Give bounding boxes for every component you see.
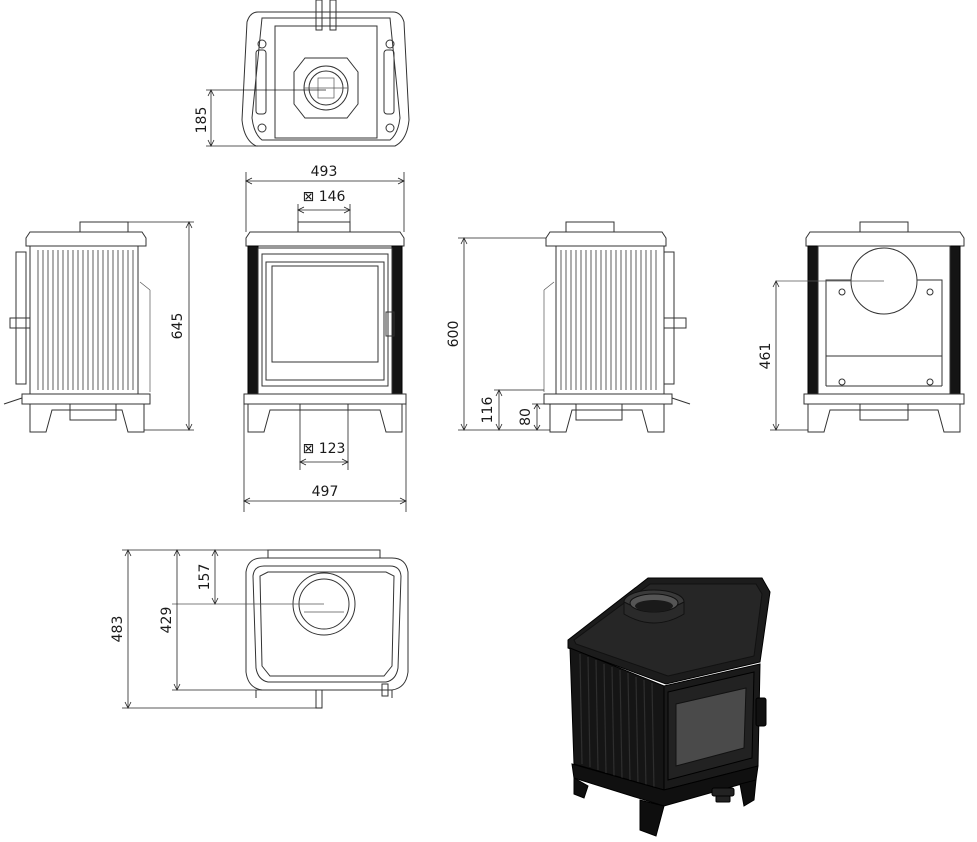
left-side-view: 645 [3, 221, 194, 433]
dim-123: ⊠ 123 [303, 441, 346, 457]
dim-497: 497 [312, 484, 339, 500]
right-side-view: 600 116 80 [446, 221, 691, 433]
dim-493: 493 [311, 164, 338, 180]
dim-461: 461 [758, 343, 774, 370]
dim-157: 157 [197, 564, 213, 591]
dim-116: 116 [480, 397, 496, 424]
dim-645: 645 [170, 313, 186, 340]
left-side-fins [37, 250, 134, 390]
dim-80: 80 [518, 408, 534, 426]
dim-600: 600 [446, 321, 462, 348]
dim-185: 185 [194, 107, 210, 134]
glass-window [675, 687, 747, 767]
right-side-fins [560, 250, 657, 390]
top-view: 185 [194, 0, 410, 147]
rear-view: 461 [758, 221, 965, 433]
dim-146: ⊠ 146 [303, 189, 346, 205]
stove-3d-render [567, 577, 771, 837]
plan-view: 157 429 483 [110, 549, 409, 709]
front-view: 493 ⊠ 146 ⊠ 123 497 [243, 164, 407, 512]
dim-429: 429 [159, 607, 175, 634]
dim-483: 483 [110, 616, 126, 643]
render-side-fins [579, 653, 655, 791]
